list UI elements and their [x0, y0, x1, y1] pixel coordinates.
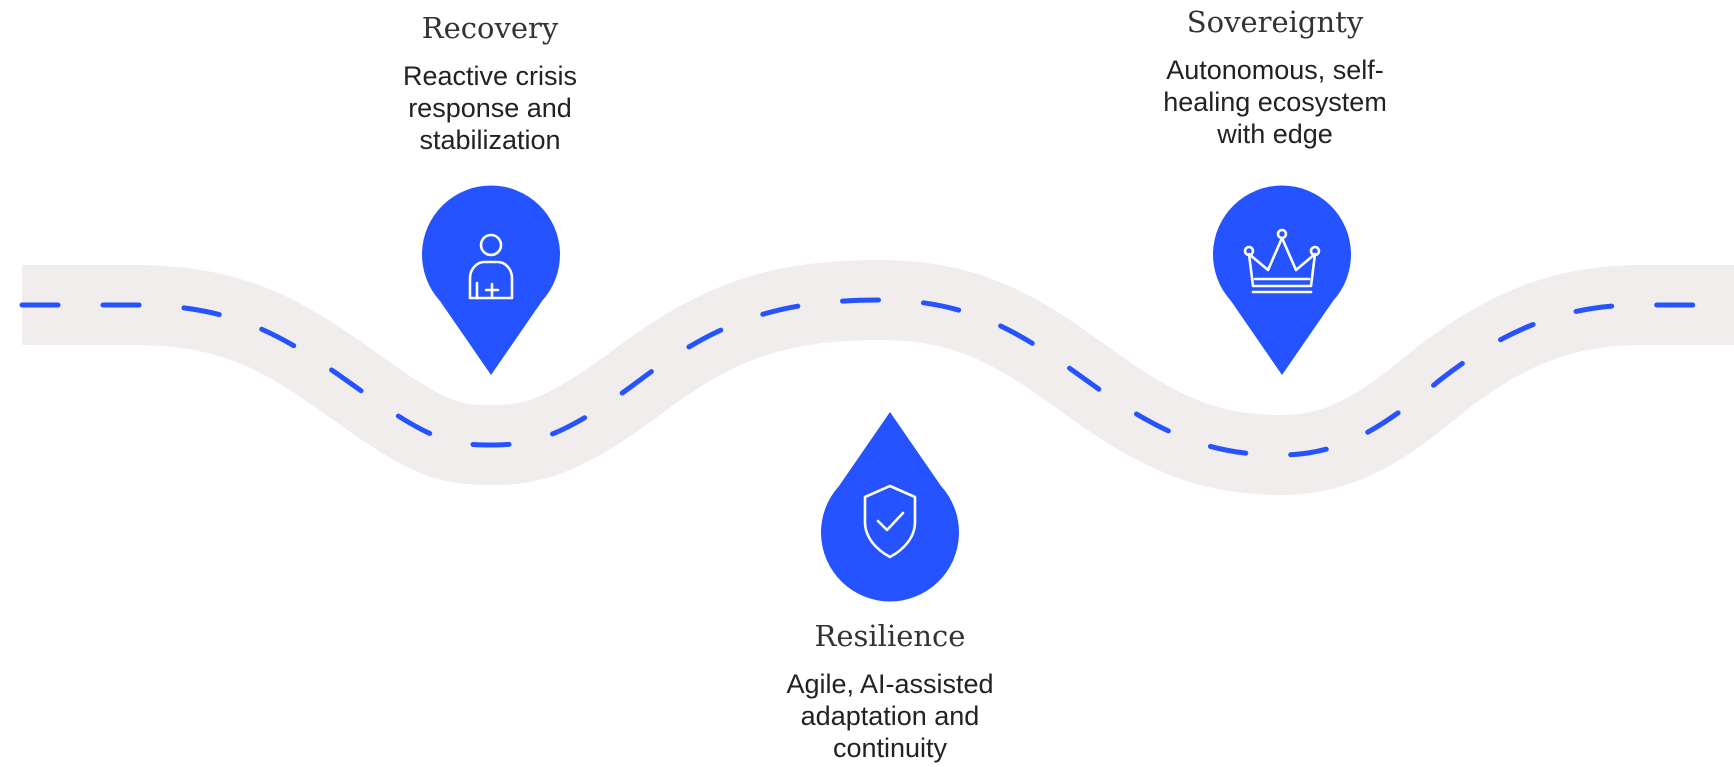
- stage-description: Autonomous, self-healing ecosystem with …: [1163, 55, 1387, 149]
- stage-title: Recovery: [421, 11, 559, 45]
- resilience-drop-shape: [821, 412, 960, 602]
- stage-resilience: Resilience Agile, AI-assisted adaptation…: [740, 616, 1040, 764]
- road-center-line: [19, 297, 1734, 458]
- stage-sovereignty: Sovereignty Autonomous, self-healing eco…: [1125, 2, 1425, 150]
- stage-recovery: Recovery Reactive crisis response and st…: [340, 8, 640, 156]
- crown-icon: [1243, 228, 1321, 294]
- stage-title: Sovereignty: [1186, 5, 1364, 39]
- recovery-pin-shape: [421, 185, 560, 375]
- user-medical-icon: [468, 233, 514, 300]
- shield-check-icon: [863, 484, 917, 559]
- stage-description: Agile, AI-assisted adaptation and contin…: [786, 669, 994, 763]
- resilience-marker: [821, 412, 960, 602]
- stage-title: Resilience: [814, 619, 966, 653]
- stage-description: Reactive crisis response and stabilizati…: [402, 61, 578, 155]
- sovereignty-marker: [1213, 185, 1352, 375]
- recovery-marker: [421, 185, 560, 375]
